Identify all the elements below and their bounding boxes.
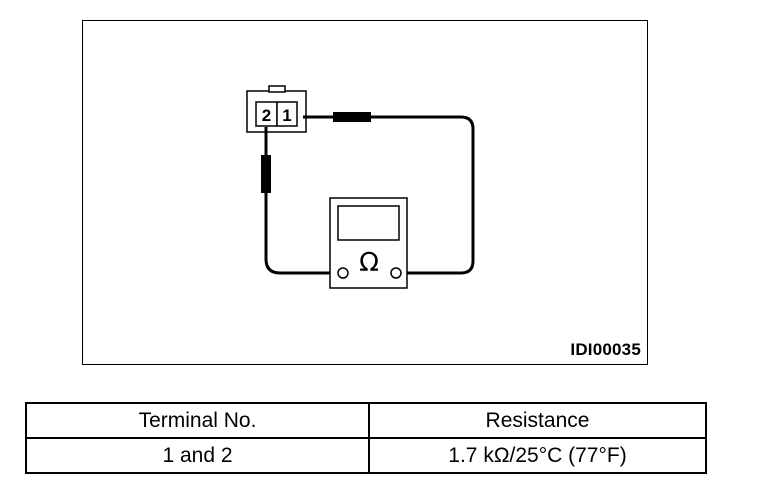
cell-resistance: 1.7 kΩ/25°C (77°F) <box>368 437 707 474</box>
ohmmeter-display <box>337 205 400 241</box>
table-header-row: Terminal No. Resistance <box>25 402 707 439</box>
connector: 2 1 <box>246 85 307 133</box>
figure-id-label: IDI00035 <box>570 340 641 359</box>
ohmmeter-terminal-right <box>390 267 402 279</box>
connector-lock-tab <box>268 85 286 93</box>
probe-lead-terminal-1 <box>303 115 475 275</box>
table-row: 1 and 2 1.7 kΩ/25°C (77°F) <box>25 437 707 474</box>
probe-tip-terminal-2 <box>261 155 271 193</box>
terminal-2-label: 2 <box>262 106 271 125</box>
diagram-frame: 2 1 Ω IDI00035 <box>82 20 648 365</box>
ohm-symbol: Ω <box>359 248 379 278</box>
connector-terminal-1-cell <box>276 101 298 127</box>
header-resistance: Resistance <box>368 402 707 439</box>
resistance-spec-table: Terminal No. Resistance 1 and 2 1.7 kΩ/2… <box>25 402 707 474</box>
ohmmeter-terminal-left <box>337 267 349 279</box>
terminal-1-label: 1 <box>282 106 291 125</box>
probe-lead-terminal-2 <box>264 127 337 275</box>
resistance-measurement-diagram: 2 1 Ω <box>246 85 475 289</box>
probe-tip-terminal-1 <box>333 112 371 122</box>
header-terminal-no: Terminal No. <box>25 402 370 439</box>
ohmmeter-icon: Ω <box>329 197 408 289</box>
cell-terminal: 1 and 2 <box>25 437 370 474</box>
